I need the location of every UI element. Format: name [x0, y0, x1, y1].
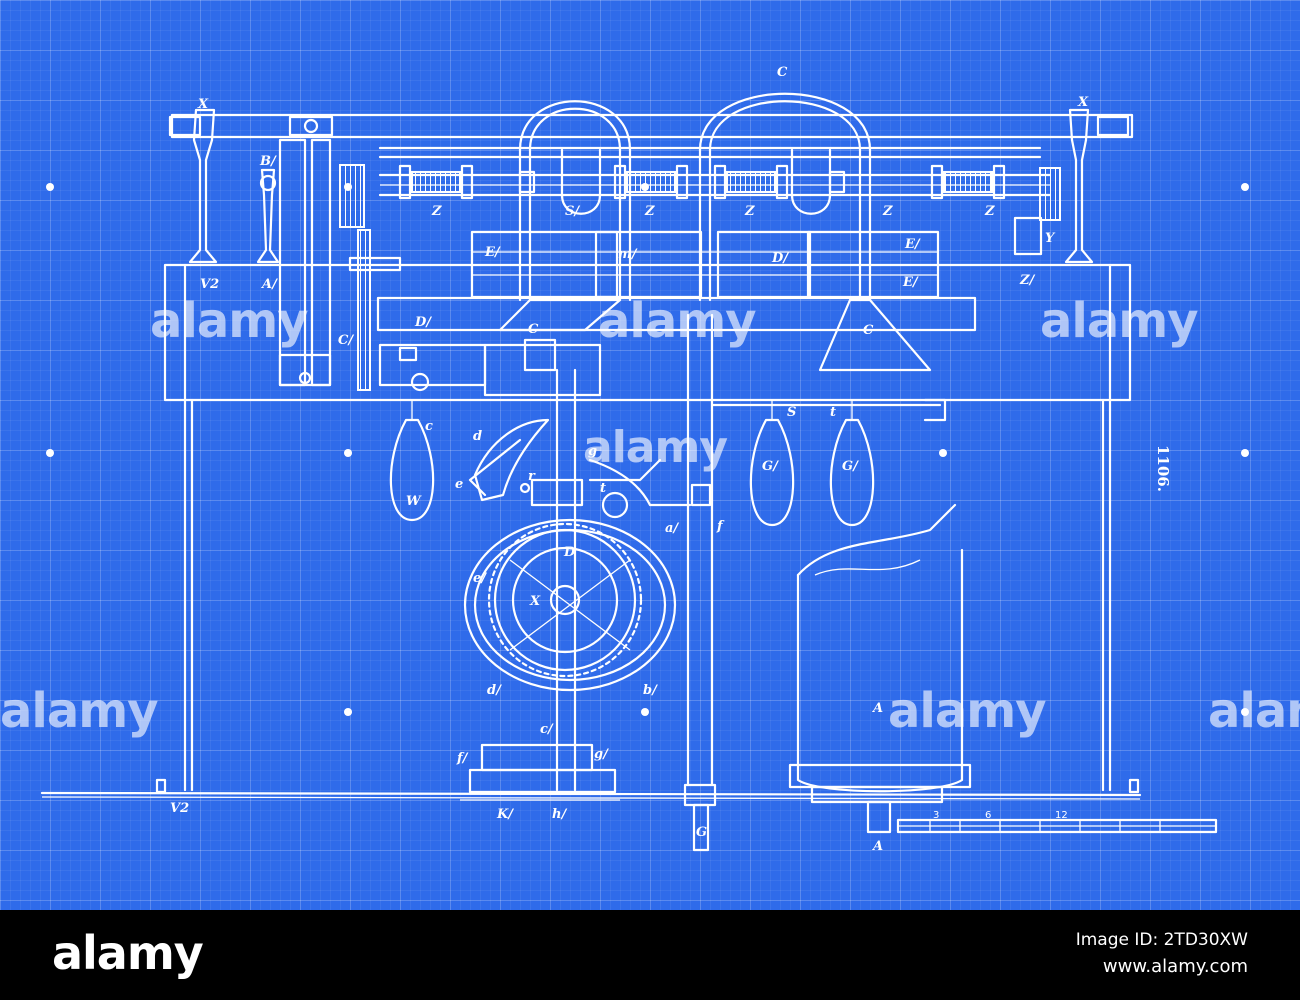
- label-v2-bottom: V2: [170, 801, 189, 816]
- base-plate-k: [460, 743, 620, 801]
- weight-g1b: [829, 400, 875, 527]
- left-drive-column: [278, 138, 402, 391]
- roller-boxes: [470, 230, 940, 299]
- curved-crank-e: [468, 418, 550, 502]
- label-x-wheel: X: [529, 594, 541, 609]
- roller-beam: [376, 296, 977, 332]
- weight-g1a: [749, 400, 795, 527]
- label-z1b: Z/: [1019, 273, 1035, 288]
- fly-wheel: [463, 518, 677, 692]
- label-z5: Z: [984, 204, 995, 219]
- right-post: [1064, 108, 1094, 264]
- label-s: S: [787, 405, 796, 420]
- machine-frame: [155, 263, 1140, 794]
- watermark-1: alamy: [150, 293, 308, 349]
- label-z3: Z: [744, 204, 755, 219]
- label-c: c: [425, 419, 433, 434]
- watermark-7: alamy: [1208, 683, 1300, 739]
- label-v2-top: V2: [200, 277, 219, 292]
- label-z4: Z: [882, 204, 893, 219]
- label-r: r: [528, 469, 536, 484]
- image-id: Image ID: 2TD30XW: [1075, 930, 1248, 950]
- weight-w: [389, 400, 435, 522]
- label-d1a: D/: [771, 251, 789, 266]
- label-g1: g/: [594, 747, 609, 762]
- label-d1-small: d/: [487, 683, 502, 698]
- watermark-3: alamy: [598, 293, 756, 349]
- part-labels: X X C B/ A/ V2 V2 Z S/ Z Z Z Z Y E/ m/ D…: [170, 65, 1089, 854]
- label-a-bottom: A: [871, 839, 883, 854]
- label-s1: S/: [565, 204, 580, 219]
- label-z2: Z: [644, 204, 655, 219]
- label-t: t: [600, 481, 606, 496]
- bobbins: [398, 164, 1006, 200]
- label-e1: e/: [473, 571, 487, 586]
- label-g: g: [588, 444, 597, 459]
- grid-dots: [46, 183, 1249, 716]
- label-e1c: E/: [902, 275, 919, 290]
- label-f: f: [716, 519, 725, 534]
- u-frame-right-inner: [560, 148, 832, 215]
- label-y: Y: [1045, 231, 1056, 246]
- label-d-wheel: D: [563, 545, 576, 560]
- label-w: W: [406, 494, 422, 509]
- label-h1: h/: [552, 807, 567, 822]
- label-g-bottom: G: [696, 825, 707, 840]
- footer-bar: alamy Image ID: 2TD30XW www.alamy.com: [0, 910, 1300, 1000]
- scale-bar: 3 6 12: [896, 810, 1218, 834]
- label-g1a: G/: [762, 459, 779, 474]
- label-d: d: [473, 429, 482, 444]
- label-c1: C/: [338, 333, 354, 348]
- lever-assembly: [378, 338, 602, 397]
- label-k1: K/: [496, 807, 514, 822]
- label-e1b: E/: [904, 237, 921, 252]
- label-f1: f/: [456, 751, 469, 766]
- label-c-top: C: [777, 65, 788, 80]
- label-b1-small: b/: [643, 683, 658, 698]
- shaft-g: [683, 313, 717, 852]
- label-a-drum: A: [871, 701, 883, 716]
- footer-url[interactable]: www.alamy.com: [1102, 956, 1248, 977]
- top-beam: [168, 113, 1134, 139]
- plate-number: 1106.: [1154, 445, 1172, 492]
- label-e1a: E/: [484, 245, 501, 260]
- watermark-5: alamy: [0, 683, 158, 739]
- footer-logo[interactable]: alamy: [52, 926, 204, 980]
- watermarks: alamy alamy alamy alamy alamy alamy alam…: [0, 293, 1300, 739]
- scale-tick-12: 12: [1055, 810, 1068, 821]
- right-end-pulley: [1013, 167, 1061, 256]
- shaft-g-arm: [588, 458, 692, 519]
- label-m1: m/: [618, 247, 638, 262]
- label-x-left: X: [197, 97, 209, 112]
- label-e: e: [455, 477, 463, 492]
- scale-tick-3: 3: [933, 810, 939, 821]
- cylinder-can: [788, 503, 972, 834]
- small-left-column: [256, 168, 280, 264]
- watermark-2: alamy: [1040, 293, 1198, 349]
- label-c-left: C: [528, 322, 539, 337]
- watermark-4: alamy: [583, 422, 727, 473]
- label-b1: B/: [259, 154, 277, 169]
- label-x-right: X: [1077, 95, 1089, 110]
- label-g1b: G/: [842, 459, 859, 474]
- label-c1-small: c/: [540, 722, 554, 737]
- weight-rod: [710, 398, 947, 422]
- label-d1: D/: [414, 315, 432, 330]
- label-z1: Z: [431, 204, 442, 219]
- ground-line: [40, 791, 1142, 800]
- vertical-shaft: [530, 368, 584, 792]
- label-a1: A/: [260, 277, 278, 292]
- label-c-right: C: [863, 323, 874, 338]
- scale-tick-6: 6: [985, 810, 991, 821]
- label-t2: t: [830, 405, 836, 420]
- blueprint-canvas: 3 6 12 X X C B/ A/ V2 V2 Z S/ Z Z Z Z Y …: [0, 0, 1300, 910]
- watermark-6: alamy: [888, 683, 1046, 739]
- left-post: [188, 108, 218, 264]
- u-frame-right: [698, 92, 932, 372]
- label-a1-small: a/: [665, 521, 679, 536]
- machine-blueprint-diagram: 3 6 12 X X C B/ A/ V2 V2 Z S/ Z Z Z Z Y …: [0, 65, 1300, 854]
